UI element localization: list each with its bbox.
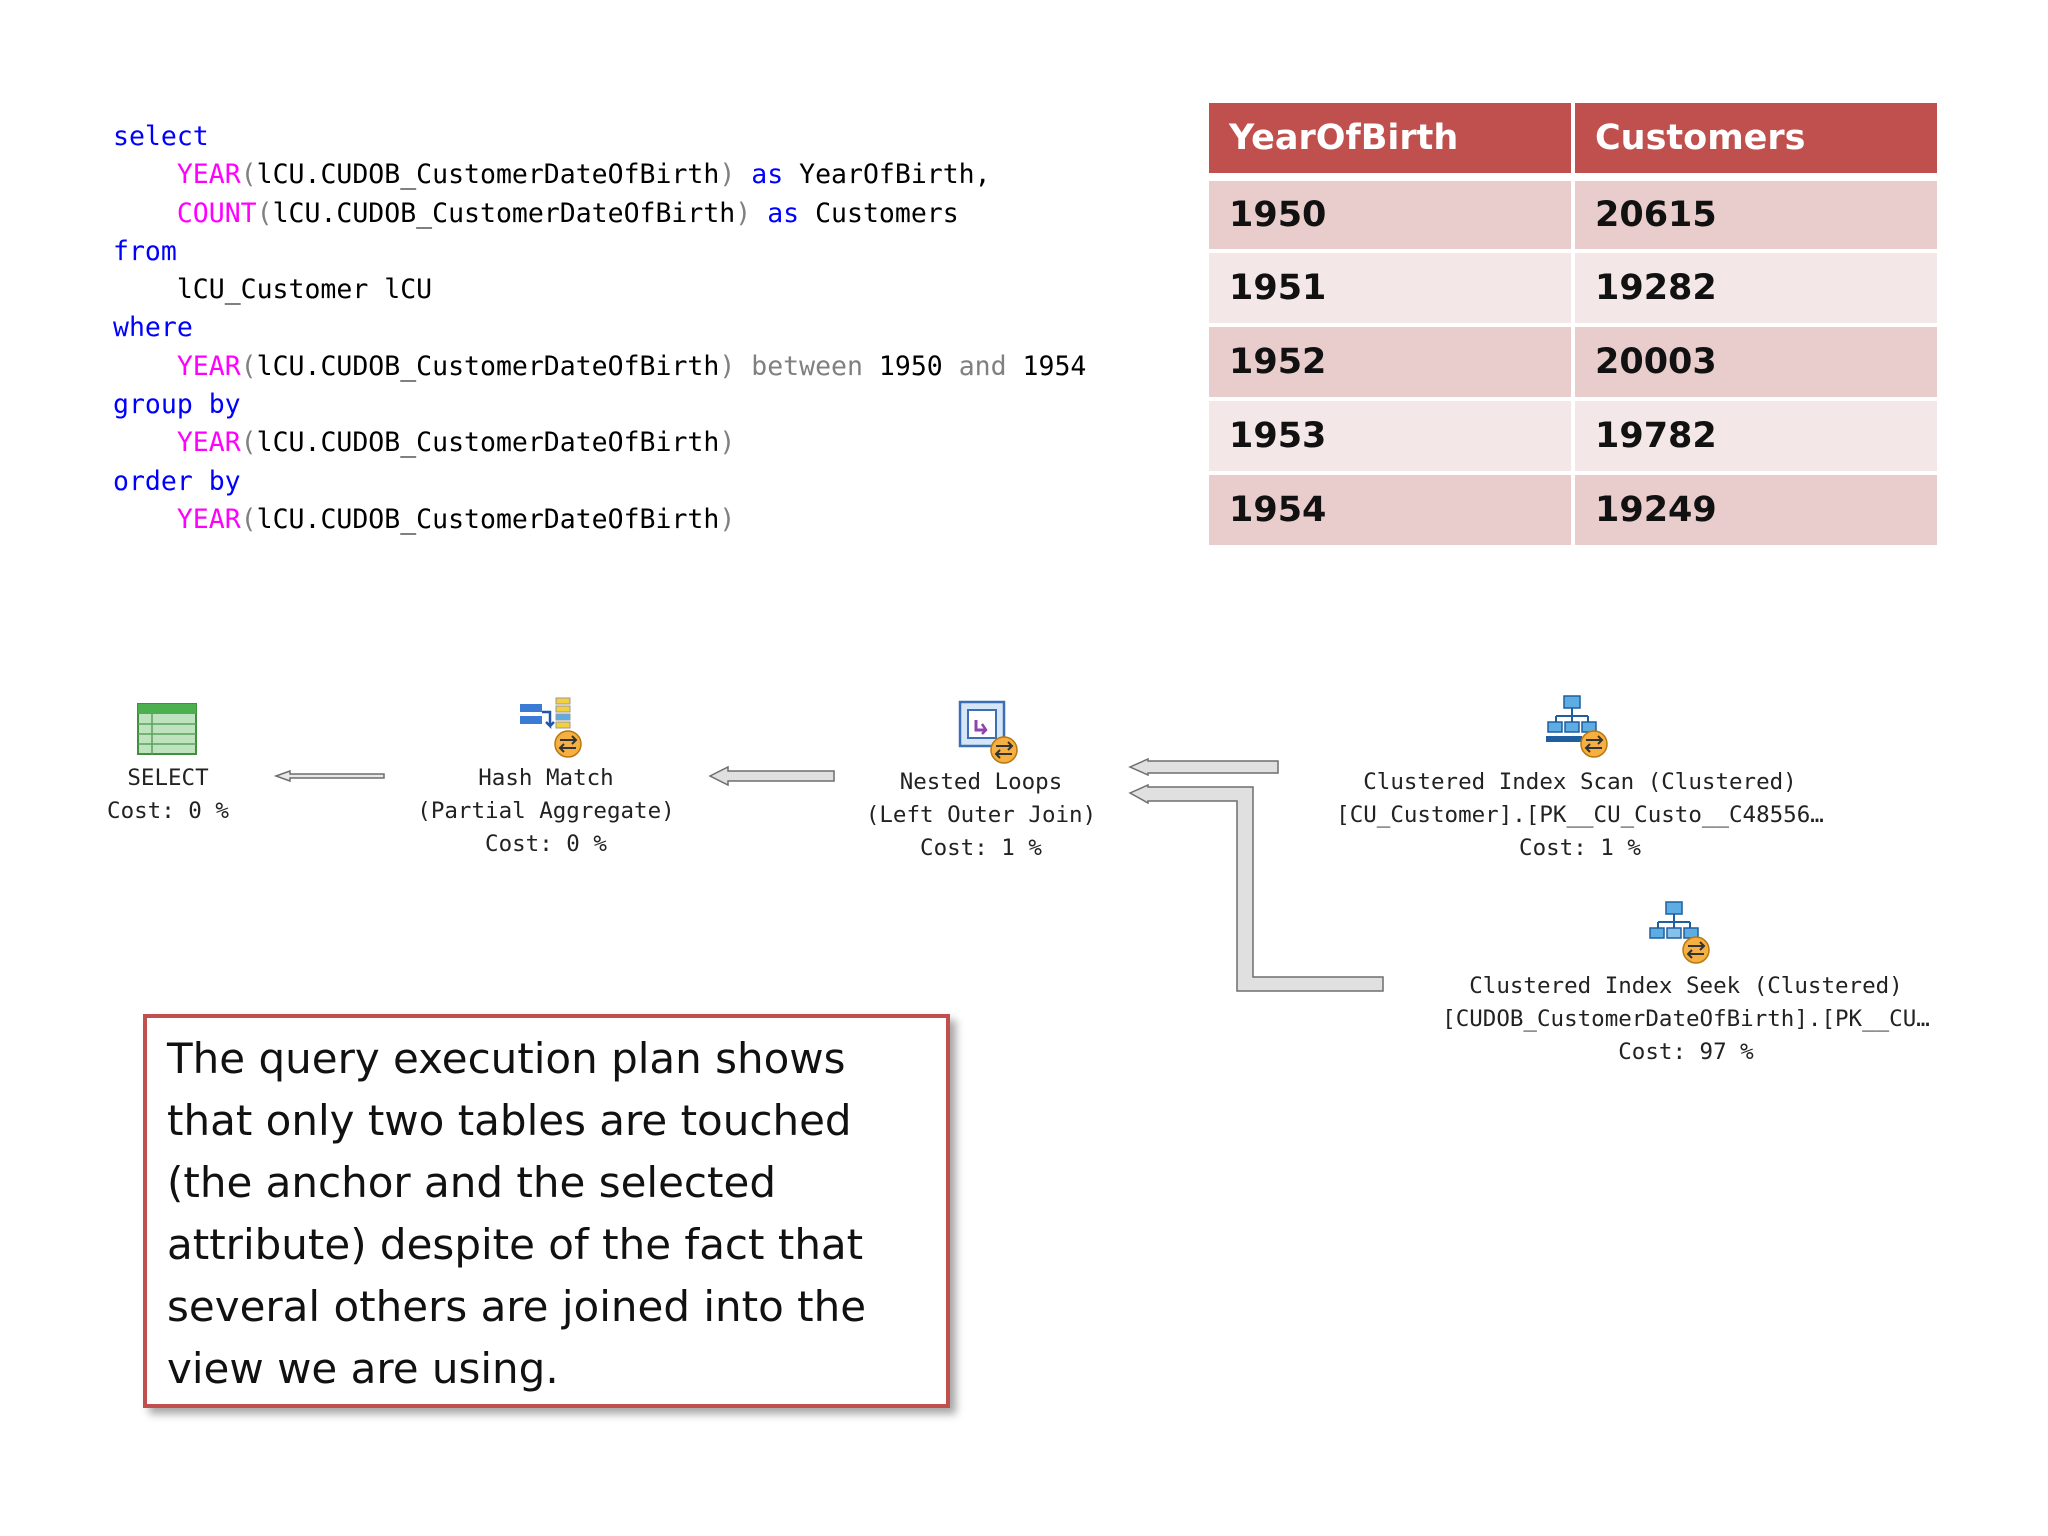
sql-column: lCU.CUDOB_CustomerDateOfBirth (272, 197, 736, 229)
sql-alias-yearofbirth: YearOfBirth, (799, 159, 991, 191)
sql-paren: ( (240, 427, 257, 459)
nested-loops-icon[interactable] (954, 698, 1020, 769)
sql-paren: ( (240, 350, 257, 382)
sql-paren: ) (719, 159, 736, 191)
clustered-index-scan-icon[interactable] (1544, 694, 1610, 765)
note-line: attribute) despite of the fact that (167, 1220, 864, 1269)
sql-function-year: YEAR (176, 350, 241, 382)
sql-paren: ( (240, 503, 257, 535)
cell-year: 1950 (1209, 177, 1575, 253)
results-header-row: YearOfBirth Customers (1209, 103, 1937, 181)
clustered-index-scan-operator-label: Clustered Index Scan (Clustered) [CU_Cus… (1336, 769, 1824, 861)
sql-function-year: YEAR (176, 159, 241, 191)
arrow-nested-scan (1128, 757, 1279, 777)
note-callout-box: The query execution plan shows that only… (143, 1014, 950, 1408)
sql-paren: ( (256, 197, 273, 229)
sql-keyword-where: where (113, 312, 193, 344)
sql-column: lCU.CUDOB_CustomerDateOfBirth (256, 350, 720, 382)
arrow-hash-nested (708, 765, 835, 787)
column-header-customers: Customers (1573, 103, 1937, 181)
cell-customers: 19249 (1573, 473, 1937, 549)
sql-literal-high: 1954 (1022, 350, 1087, 382)
clustered-index-seek-icon[interactable] (1646, 900, 1712, 971)
sql-function-count: COUNT (176, 197, 257, 229)
cell-year: 1951 (1209, 251, 1575, 327)
note-line: (the anchor and the selected (167, 1158, 776, 1207)
sql-keyword-from: from (113, 235, 177, 267)
nested-loops-operator-label: Nested Loops (Left Outer Join) Cost: 1 % (865, 769, 1097, 861)
sql-query-code: select YEAR(lCU.CUDOB_CustomerDateOfBirt… (113, 118, 1086, 539)
sql-literal-low: 1950 (878, 350, 943, 382)
sql-keyword-between: between (751, 350, 863, 382)
sql-paren: ) (719, 503, 736, 535)
table-row: 1950 20615 (1209, 177, 1937, 253)
cell-customers: 20615 (1573, 177, 1937, 253)
cell-customers: 20003 (1573, 325, 1937, 401)
table-row: 1951 19282 (1209, 251, 1937, 327)
cell-customers: 19282 (1573, 251, 1937, 327)
sql-keyword-order-by: order by (113, 465, 241, 497)
table-row: 1952 20003 (1209, 325, 1937, 401)
sql-keyword-select: select (113, 121, 209, 152)
hash-match-operator-label: Hash Match (Partial Aggregate) Cost: 0 % (417, 765, 675, 857)
table-row: 1953 19782 (1209, 399, 1937, 475)
sql-column: lCU.CUDOB_CustomerDateOfBirth (256, 503, 720, 535)
arrow-nested-seek (1128, 783, 1384, 992)
table-row: 1954 19249 (1209, 473, 1937, 549)
results-table: YearOfBirth Customers 1950 20615 1951 19… (1209, 103, 1937, 549)
sql-alias-customers: Customers (815, 197, 959, 229)
note-line: several others are joined into the (167, 1282, 867, 1331)
sql-keyword-and: and (958, 350, 1007, 382)
cell-year: 1952 (1209, 325, 1575, 401)
select-icon[interactable] (136, 698, 202, 769)
hash-match-icon[interactable] (516, 694, 582, 765)
sql-function-year: YEAR (176, 503, 241, 535)
sql-paren: ( (240, 159, 257, 191)
sql-paren: ) (735, 197, 752, 229)
note-line: that only two tables are touched (167, 1096, 852, 1145)
arrow-select-hash (273, 769, 385, 783)
cell-year: 1953 (1209, 399, 1575, 475)
note-line: The query execution plan shows (167, 1034, 846, 1083)
sql-paren: ) (719, 350, 736, 382)
note-line: view we are using. (167, 1344, 559, 1393)
column-header-yearofbirth: YearOfBirth (1209, 103, 1575, 181)
sql-function-year: YEAR (176, 427, 241, 459)
sql-keyword-as: as (767, 197, 800, 229)
sql-keyword-group-by: group by (113, 389, 241, 421)
sql-column: lCU.CUDOB_CustomerDateOfBirth (256, 427, 720, 459)
clustered-index-seek-operator-label: Clustered Index Seek (Clustered) [CUDOB_… (1442, 973, 1930, 1065)
sql-paren: ) (719, 427, 736, 459)
sql-table-name: lCU_Customer lCU (176, 274, 433, 306)
cell-customers: 19782 (1573, 399, 1937, 475)
select-operator-label: SELECT Cost: 0 % (107, 765, 229, 824)
sql-keyword-as: as (751, 159, 784, 191)
sql-column: lCU.CUDOB_CustomerDateOfBirth (256, 159, 720, 191)
cell-year: 1954 (1209, 473, 1575, 549)
